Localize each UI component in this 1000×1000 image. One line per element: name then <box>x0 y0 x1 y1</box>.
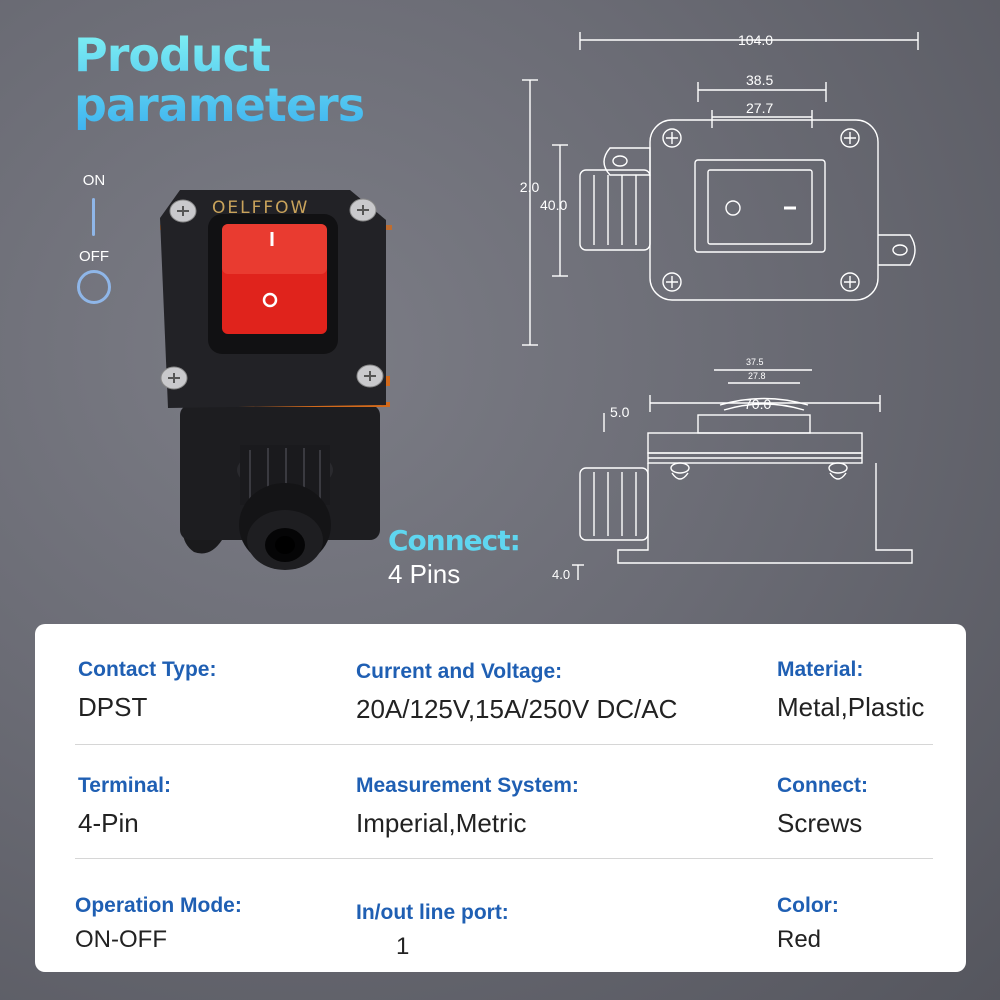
on-label: ON <box>82 172 106 189</box>
off-symbol-icon <box>77 270 111 304</box>
dimension-drawing: 104.0 38.5 27.7 92.0 40.0 <box>512 20 940 600</box>
dim-37-5-label: 37.5 <box>746 357 764 367</box>
dim-27-7-label: 27.7 <box>746 100 773 116</box>
spec-value: ON-OFF <box>75 926 167 953</box>
spec-key: Material: <box>777 658 864 681</box>
dim-5-label: 5.0 <box>610 404 630 420</box>
spec-value: 1 <box>396 933 410 960</box>
dim-27-8-label: 27.8 <box>748 371 766 381</box>
row-divider <box>75 858 933 859</box>
spec-value: Imperial,Metric <box>356 808 527 838</box>
on-symbol-icon <box>92 198 95 236</box>
spec-key: Current and Voltage: <box>356 660 563 683</box>
spec-material: Material: Metal,Plastic <box>777 658 924 723</box>
dim-40-label: 40.0 <box>540 197 567 213</box>
off-label: OFF <box>79 248 109 265</box>
page-title: Product parameters <box>74 30 364 130</box>
brand-logo-text: OELFFOW <box>212 198 310 218</box>
product-image: OELFFOW <box>150 180 400 590</box>
dimension-drawing-svg: 104.0 38.5 27.7 92.0 40.0 <box>512 32 919 582</box>
spec-inout-line-port: In/out line port: 1 <box>356 901 509 961</box>
spec-key: Terminal: <box>78 774 171 797</box>
specs-card: Contact Type: DPST Current and Voltage: … <box>35 624 966 972</box>
spec-key: Measurement System: <box>356 774 579 797</box>
dim-38-5-label: 38.5 <box>746 72 773 88</box>
spec-value: Screws <box>777 808 863 838</box>
connect-callout: Connect: 4 Pins <box>388 524 521 590</box>
connect-value: 4 Pins <box>388 559 461 589</box>
spec-connect: Connect: Screws <box>777 774 868 839</box>
spec-key: In/out line port: <box>356 901 509 924</box>
spec-key: Contact Type: <box>78 658 217 681</box>
spec-value: 4-Pin <box>78 808 139 838</box>
spec-key: Operation Mode: <box>75 894 242 917</box>
spec-value: Red <box>777 926 822 953</box>
spec-color: Color: Red <box>777 894 839 954</box>
dim-92-label: 92.0 <box>520 179 539 195</box>
spec-value: DPST <box>78 692 148 722</box>
spec-terminal: Terminal: 4-Pin <box>78 774 171 839</box>
spec-contact-type: Contact Type: DPST <box>78 658 216 723</box>
spec-operation-mode: Operation Mode: ON-OFF <box>75 894 242 954</box>
spec-key: Connect: <box>777 774 868 797</box>
spec-value: 20A/125V,15A/250V DC/AC <box>356 694 678 724</box>
title-line-1: Product <box>74 28 270 82</box>
dim-104-label: 104.0 <box>738 32 773 48</box>
spec-measurement-system: Measurement System: Imperial,Metric <box>356 774 579 839</box>
spec-key: Color: <box>777 894 839 917</box>
connect-label: Connect: <box>388 524 521 557</box>
row-divider <box>75 744 933 745</box>
dim-4-label: 4.0 <box>552 567 570 582</box>
title-line-2: parameters <box>74 78 365 132</box>
spec-value: Metal,Plastic <box>777 692 925 722</box>
spec-current-voltage: Current and Voltage: 20A/125V,15A/250V D… <box>356 660 677 725</box>
switch-box-illustration <box>160 190 392 570</box>
